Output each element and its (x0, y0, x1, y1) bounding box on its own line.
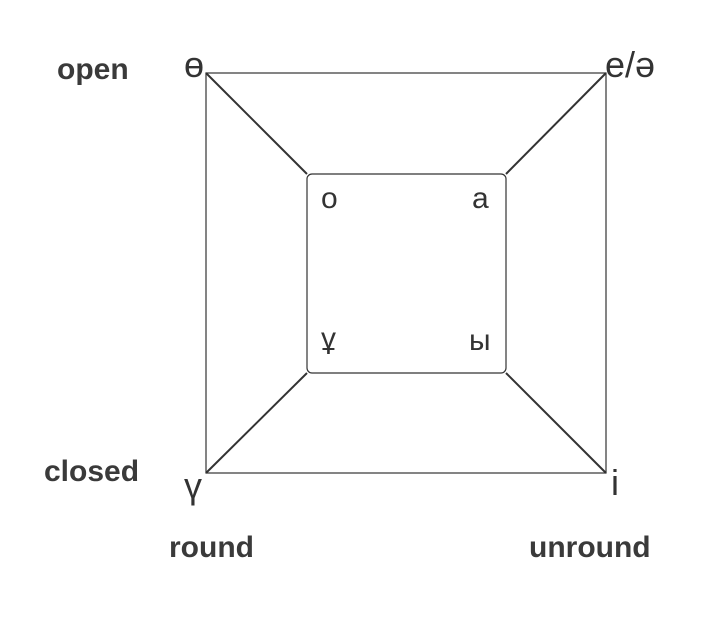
vowel-inner-top-right: а (472, 182, 489, 215)
vowel-outer-bottom-right: і (611, 462, 619, 503)
connector-bottom-right (505, 372, 607, 474)
connector-bottom-left (205, 372, 308, 474)
vowel-outer-top-left: ө (184, 44, 205, 85)
label-round: round (169, 531, 254, 564)
vowel-outer-bottom-left: ү (184, 465, 202, 506)
label-unround: unround (529, 531, 651, 564)
label-closed: closed (44, 455, 140, 488)
connector-top-left (205, 72, 308, 175)
vowel-inner-top-left: о (321, 182, 338, 215)
vowel-outer-top-right: е/ə (605, 44, 656, 85)
connector-top-right (505, 72, 607, 175)
outer-square (205, 72, 607, 474)
vowel-inner-bottom-left: ұ (321, 322, 336, 355)
vowel-inner-bottom-right: ы (469, 324, 491, 357)
inner-square (306, 173, 507, 374)
label-open: open (57, 53, 129, 86)
